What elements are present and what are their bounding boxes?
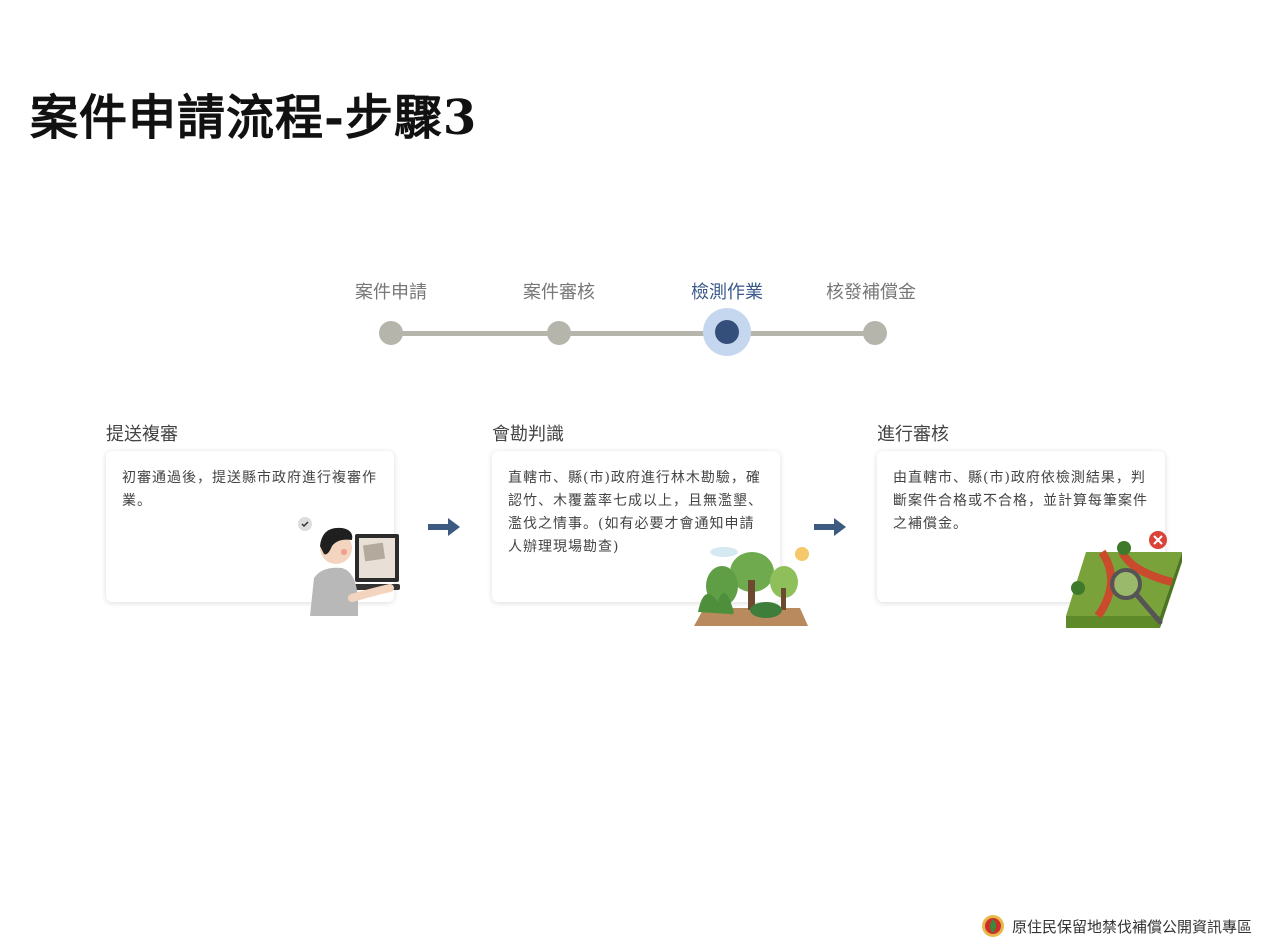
person-computer-illustration bbox=[298, 517, 400, 616]
process-stepper: 案件申請 案件審核 檢測作業 核發補償金 bbox=[0, 0, 1270, 400]
arrow-right-icon bbox=[428, 518, 460, 536]
step-label-2[interactable]: 案件審核 bbox=[523, 282, 595, 303]
card-text: 直轄市、縣(市)政府進行林木勘驗，確認竹、木覆蓋率七成以上，且無濫墾、濫伐之情事… bbox=[508, 470, 763, 555]
card-heading-site-inspection: 會勘判識 bbox=[492, 424, 564, 445]
step-dot-3-active[interactable] bbox=[703, 308, 751, 356]
site-logo-icon bbox=[981, 915, 1004, 937]
card-heading-submit-review: 提送複審 bbox=[106, 424, 178, 445]
forest-illustration bbox=[694, 547, 809, 626]
footer-site-name: 原住民保留地禁伐補償公開資訊專區 bbox=[1011, 917, 1252, 936]
step-label-1[interactable]: 案件申請 bbox=[355, 282, 427, 303]
card-text: 初審通過後，提送縣市政府進行複審作業。 bbox=[122, 470, 377, 509]
card-heading-conduct-review: 進行審核 bbox=[877, 424, 949, 445]
step-label-3[interactable]: 檢測作業 bbox=[691, 282, 763, 303]
arrow-right-icon bbox=[814, 518, 846, 536]
stepper-track bbox=[391, 331, 875, 336]
land-inspection-illustration bbox=[1066, 531, 1182, 628]
footer-brand[interactable]: 原住民保留地禁伐補償公開資訊專區 bbox=[980, 913, 1252, 939]
step-dot-1[interactable] bbox=[379, 321, 403, 345]
step-dot-2[interactable] bbox=[547, 321, 571, 345]
step-dot-4[interactable] bbox=[863, 321, 887, 345]
step-label-4[interactable]: 核發補償金 bbox=[826, 282, 916, 303]
page-title: 案件申請流程-步驟3 bbox=[30, 90, 478, 146]
card-text: 由直轄市、縣(市)政府依檢測結果，判斷案件合格或不合格，並計算每筆案件之補償金。 bbox=[893, 470, 1148, 532]
